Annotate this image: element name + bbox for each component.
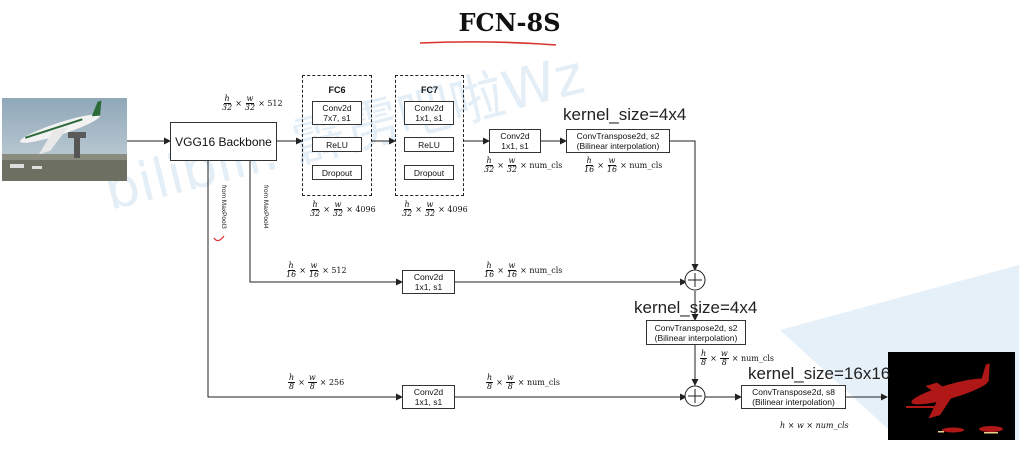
fc6-conv: Conv2d 7x7, s1 bbox=[312, 101, 362, 125]
input-image bbox=[2, 98, 127, 181]
deconv1-line1: ConvTranspose2d, s2 bbox=[576, 131, 660, 141]
segmentation-plane-icon bbox=[906, 363, 1003, 434]
deconv2-line1: ConvTranspose2d, s2 bbox=[654, 322, 738, 333]
fc6-dropout-label: Dropout bbox=[321, 167, 353, 178]
deconv3-line2: (Bilinear interpolation) bbox=[752, 397, 835, 407]
conv-bot-line1: Conv2d bbox=[413, 387, 444, 397]
fc7-conv: Conv2d 1x1, s1 bbox=[404, 101, 454, 125]
fc7-block: FC7 bbox=[395, 75, 464, 196]
from-maxpool4-label: from MaxPool4 bbox=[262, 185, 269, 229]
conv-mid-line2: 1x1, s1 bbox=[414, 282, 443, 292]
conv-top-line1: Conv2d bbox=[500, 131, 530, 141]
fc7-dropout: Dropout bbox=[404, 165, 454, 180]
red-annotation-mark bbox=[213, 235, 225, 242]
edge-pool4-conv bbox=[249, 160, 403, 286]
fc6-dropout: Dropout bbox=[312, 165, 362, 180]
kernel1-label: kernel_size=4x4 bbox=[563, 105, 687, 124]
from-maxpool3-label: from MaxPool3 bbox=[220, 185, 227, 229]
fc7-relu: ReLU bbox=[404, 137, 454, 152]
fc6-block: FC6 bbox=[302, 75, 372, 196]
diagram-title: FCN-8S bbox=[458, 8, 561, 37]
conv-bottom: Conv2d 1x1, s1 bbox=[402, 385, 455, 409]
vgg16-backbone: VGG16 Backbone bbox=[170, 122, 277, 161]
backbone-label: VGG16 Backbone bbox=[175, 134, 272, 149]
fc6-conv-line2: 7x7, s1 bbox=[323, 113, 351, 123]
fc7-relu-label: ReLU bbox=[418, 139, 440, 150]
fc7-conv-line1: Conv2d bbox=[414, 103, 444, 113]
fc6-title: FC6 bbox=[328, 85, 346, 95]
fc6-conv-line1: Conv2d bbox=[322, 103, 352, 113]
edge-pool3-conv bbox=[207, 160, 403, 401]
deconv3-line1: ConvTranspose2d, s8 bbox=[752, 387, 835, 397]
conv-mid: Conv2d 1x1, s1 bbox=[402, 270, 455, 294]
conv-bot-line2: 1x1, s1 bbox=[414, 397, 443, 407]
edge-deconv1-add1 bbox=[670, 140, 699, 271]
airplane-photo-icon bbox=[2, 98, 127, 181]
kernel2-label: kernel_size=4x4 bbox=[634, 298, 758, 317]
fc7-conv-line2: 1x1, s1 bbox=[415, 113, 443, 123]
kernel3-label: kernel_size=16x16 bbox=[748, 364, 891, 383]
conv-mid-line1: Conv2d bbox=[413, 272, 444, 282]
deconv-1: ConvTranspose2d, s2 (Bilinear interpolat… bbox=[566, 129, 670, 153]
dim-final-out: h × w × num_cls bbox=[780, 421, 849, 430]
deconv1-line2: (Bilinear interpolation) bbox=[576, 141, 660, 151]
title-underline bbox=[419, 41, 557, 46]
output-mask bbox=[888, 352, 1015, 440]
add-node-2 bbox=[684, 385, 706, 407]
fc6-relu: ReLU bbox=[312, 137, 362, 152]
conv-top-line2: 1x1, s1 bbox=[501, 141, 529, 151]
deconv-2: ConvTranspose2d, s2 (Bilinear interpolat… bbox=[646, 320, 746, 345]
deconv2-line2: (Bilinear interpolation) bbox=[654, 332, 738, 343]
add-node-1 bbox=[684, 269, 706, 291]
fc7-title: FC7 bbox=[420, 85, 438, 95]
fc6-relu-label: ReLU bbox=[326, 139, 348, 150]
conv-top: Conv2d 1x1, s1 bbox=[489, 129, 541, 153]
fc7-dropout-label: Dropout bbox=[413, 167, 445, 178]
deconv-3: ConvTranspose2d, s8 (Bilinear interpolat… bbox=[741, 385, 846, 409]
